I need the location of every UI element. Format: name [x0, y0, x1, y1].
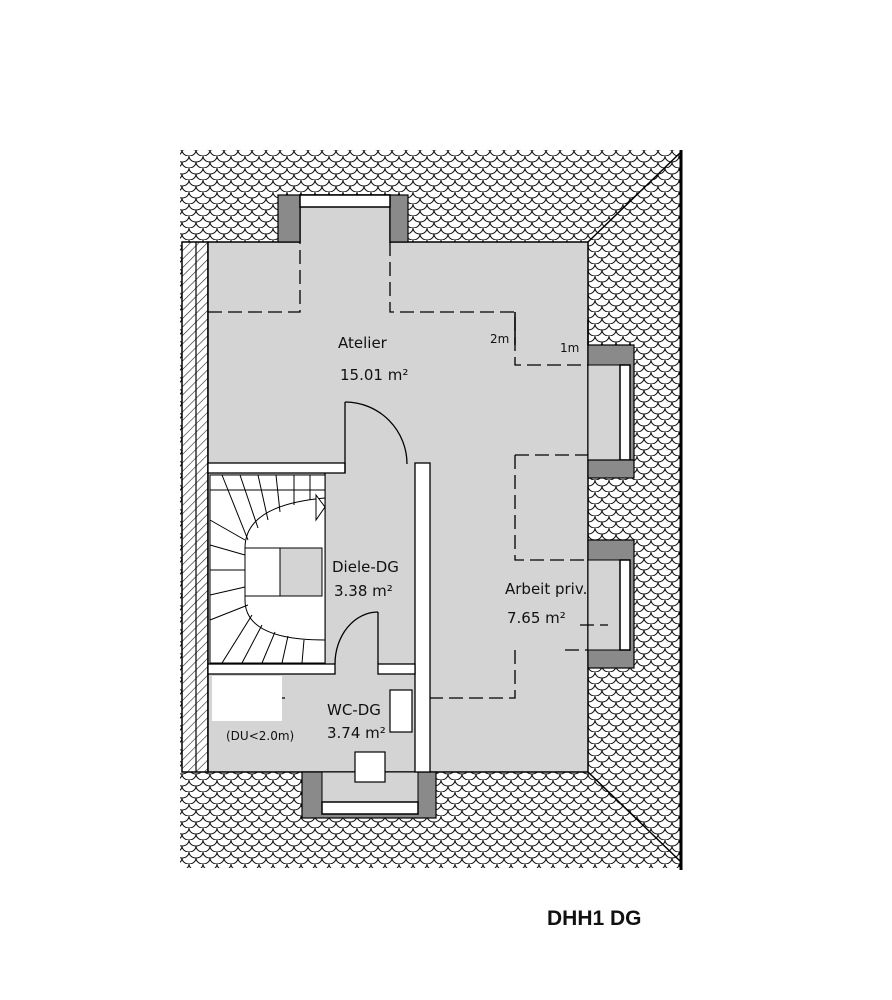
door-wc — [334, 611, 379, 665]
wc-note: (DU<2.0m) — [226, 729, 294, 743]
roof-hip-top — [587, 151, 682, 243]
diele-wall-right — [414, 462, 431, 773]
arbeit-name: Arbeit priv. — [505, 580, 587, 598]
dormer-top-right-pier — [389, 194, 409, 243]
wc-wall-top — [377, 663, 416, 675]
dormer-top-left-pier — [277, 194, 301, 243]
staircase — [209, 474, 326, 664]
stair-wall-top — [207, 462, 346, 474]
roof-hip-bottom — [587, 771, 682, 863]
dimension-2m: 2m — [490, 332, 509, 346]
wc-washbasin — [389, 689, 413, 733]
atelier-name: Atelier — [338, 334, 388, 352]
wc-area: 3.74 m² — [327, 724, 386, 742]
diele-name: Diele-DG — [332, 558, 399, 576]
door-diele — [344, 401, 408, 473]
left-wall — [181, 241, 209, 773]
dormer-right-upper-inner — [587, 364, 621, 461]
dormer-right-pier — [587, 459, 635, 479]
window-right-lower — [619, 559, 631, 651]
window-top — [299, 194, 391, 208]
arbeit-area: 7.65 m² — [507, 609, 566, 627]
dimension-1m: 1m — [560, 341, 579, 355]
plan-caption: DHH1 DG — [547, 907, 642, 930]
dormer-right-lower-inner — [587, 559, 621, 651]
wc-shower-area — [212, 676, 282, 721]
window-bottom — [321, 801, 419, 815]
window-right-upper — [619, 364, 631, 461]
stair-wall-bottom — [207, 663, 336, 675]
wc-toilet — [354, 751, 386, 783]
atelier-area: 15.01 m² — [340, 366, 408, 384]
diele-area: 3.38 m² — [334, 582, 393, 600]
wc-name: WC-DG — [327, 701, 381, 719]
